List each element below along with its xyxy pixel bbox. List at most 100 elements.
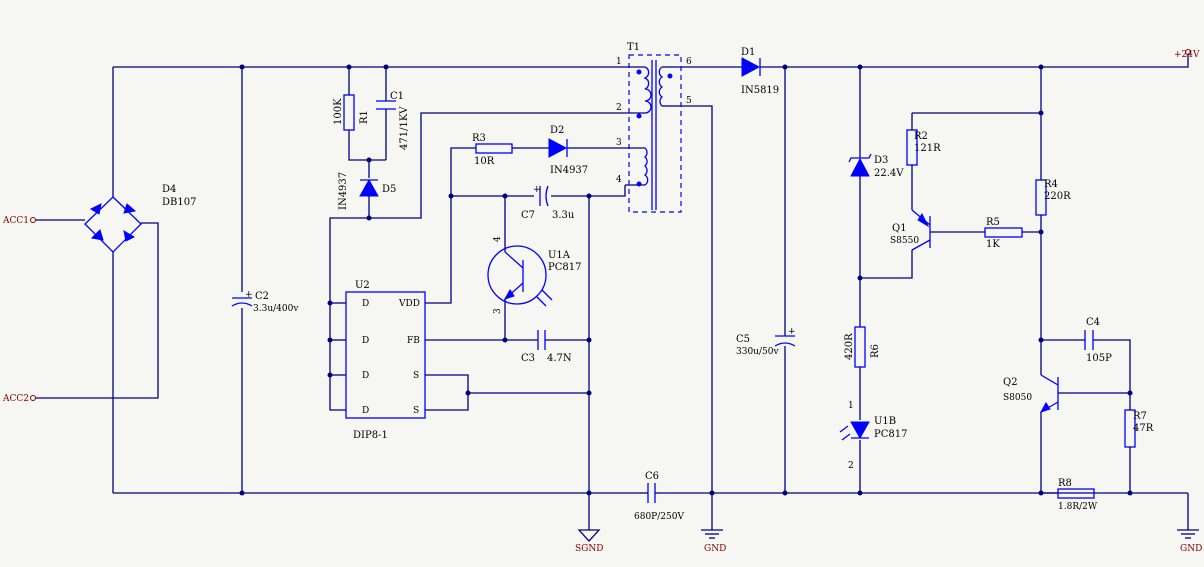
svg-text:680P/250V: 680P/250V [634, 512, 684, 522]
diode-d2[interactable]: D2 IN4937 [548, 125, 588, 176]
transformer-t1[interactable]: T1 1 2 3 4 5 6 [616, 42, 692, 213]
capacitor-c5[interactable]: + C5 330u/50v [736, 327, 796, 357]
ground-symbol-gnd-mid: GND [701, 529, 726, 554]
svg-text:SGND: SGND [575, 544, 603, 554]
diode-d1[interactable]: D1 IN5819 [741, 47, 779, 96]
wires [36, 55, 1189, 530]
optocoupler-u1a[interactable]: U1A PC817 4 3 [487, 236, 581, 314]
resistor-r7[interactable]: R7 47R [1124, 409, 1154, 448]
resistor-r1[interactable]: 100K R1 [333, 94, 370, 131]
svg-text:T1: T1 [627, 42, 640, 53]
svg-text:GND: GND [704, 544, 726, 554]
svg-text:10R: 10R [474, 156, 495, 167]
svg-text:2: 2 [848, 461, 854, 471]
zener-diode-d3[interactable]: D3 22.4V [848, 153, 904, 179]
svg-text:330u/50v: 330u/50v [736, 347, 779, 357]
svg-text:C2: C2 [255, 291, 269, 302]
ground-symbol-gnd-right: GND [1177, 529, 1202, 554]
transistor-q1[interactable]: Q1 S8550 [890, 209, 931, 251]
svg-text:4.7N: 4.7N [547, 353, 572, 364]
svg-text:1: 1 [848, 401, 854, 411]
capacitor-c4[interactable]: C4 105P [1084, 317, 1112, 364]
svg-text:U2: U2 [355, 280, 370, 291]
svg-text:1.8R/2W: 1.8R/2W [1058, 502, 1098, 512]
svg-text:ACC1: ACC1 [2, 216, 29, 226]
svg-text:ACC2: ACC2 [2, 394, 29, 404]
svg-text:S8550: S8550 [890, 236, 919, 246]
svg-text:D2: D2 [550, 125, 564, 136]
svg-text:GND: GND [1180, 544, 1202, 554]
svg-text:R1: R1 [359, 110, 370, 124]
svg-text:3.3u/400v: 3.3u/400v [253, 304, 299, 314]
resistor-r5[interactable]: R5 1K [984, 217, 1023, 250]
svg-text:4: 4 [616, 175, 622, 185]
svg-text:C3: C3 [521, 353, 535, 364]
svg-text:D1: D1 [741, 47, 755, 58]
svg-text:C5: C5 [736, 334, 750, 345]
port-plus24v[interactable]: +24V [1174, 49, 1200, 61]
svg-text:D4: D4 [162, 184, 176, 195]
svg-text:FB: FB [407, 336, 420, 346]
svg-text:Q1: Q1 [892, 223, 907, 234]
svg-text:R3: R3 [472, 133, 486, 144]
svg-text:1: 1 [616, 57, 622, 67]
svg-text:220R: 220R [1044, 191, 1071, 202]
diode-d5[interactable]: D5 IN4937 [338, 172, 396, 210]
svg-text:D: D [362, 299, 369, 309]
svg-text:C4: C4 [1086, 317, 1100, 328]
port-acc1[interactable]: ACC1 [2, 216, 36, 226]
svg-text:105P: 105P [1086, 353, 1112, 364]
capacitor-c6[interactable]: C6 680P/250V [634, 471, 684, 522]
svg-text:R5: R5 [986, 217, 1000, 228]
svg-text:2: 2 [616, 103, 622, 113]
capacitor-c3[interactable]: C3 4.7N [521, 330, 572, 364]
svg-text:U1A: U1A [548, 250, 571, 261]
svg-text:420R: 420R [844, 333, 855, 360]
resistor-r2[interactable]: R2 121R [906, 129, 941, 166]
svg-text:S: S [413, 371, 419, 381]
resistor-r8[interactable]: R8 1.8R/2W [1041, 478, 1098, 512]
svg-text:4: 4 [493, 236, 503, 242]
port-acc2[interactable]: ACC2 [2, 394, 36, 404]
svg-text:6: 6 [686, 57, 692, 67]
svg-text:121R: 121R [914, 143, 941, 154]
svg-text:22.4V: 22.4V [874, 168, 904, 179]
svg-text:D3: D3 [874, 155, 888, 166]
svg-text:R8: R8 [1058, 478, 1072, 489]
svg-text:1K: 1K [986, 239, 1000, 250]
svg-text:+: + [788, 327, 796, 337]
svg-text:U1B: U1B [874, 416, 896, 427]
svg-text:PC817: PC817 [548, 262, 581, 273]
svg-text:Q2: Q2 [1003, 377, 1018, 388]
svg-text:R4: R4 [1044, 179, 1058, 190]
capacitor-c2[interactable]: + C2 3.3u/400v [231, 290, 299, 314]
svg-text:D5: D5 [382, 184, 396, 195]
svg-text:IN4937: IN4937 [338, 172, 349, 210]
svg-text:IN4937: IN4937 [550, 165, 588, 176]
svg-text:+: + [533, 185, 541, 195]
svg-text:DB107: DB107 [162, 197, 196, 208]
svg-text:R2: R2 [914, 131, 928, 142]
bridge-rectifier-d4[interactable]: D4 DB107 [84, 184, 196, 253]
svg-text:S8050: S8050 [1003, 393, 1032, 403]
capacitor-c1[interactable]: C1 471/1KV [376, 91, 410, 150]
ground-symbol-sgnd: SGND [575, 529, 603, 554]
optocoupler-led-u1b[interactable]: 1 2 U1B PC817 [839, 401, 907, 471]
capacitor-c7[interactable]: + C7 3.3u [521, 185, 575, 221]
resistor-r4[interactable]: R4 220R [1035, 179, 1071, 216]
svg-text:DIP8-1: DIP8-1 [353, 430, 388, 441]
svg-text:D: D [362, 336, 369, 346]
svg-text:VDD: VDD [398, 299, 420, 309]
svg-text:S: S [413, 406, 419, 416]
svg-text:3.3u: 3.3u [552, 210, 575, 221]
svg-text:+: + [245, 290, 253, 300]
resistor-r3[interactable]: R3 10R [472, 133, 513, 167]
svg-text:PC817: PC817 [874, 429, 907, 440]
transistor-q2[interactable]: Q2 S8050 [1003, 374, 1059, 413]
svg-text:D: D [362, 406, 369, 416]
resistor-r6[interactable]: 420R R6 [844, 326, 881, 368]
ic-u2[interactable]: U2 DIP8-1 D D D D VDD FB S S [345, 280, 426, 441]
svg-text:+24V: +24V [1174, 50, 1200, 60]
